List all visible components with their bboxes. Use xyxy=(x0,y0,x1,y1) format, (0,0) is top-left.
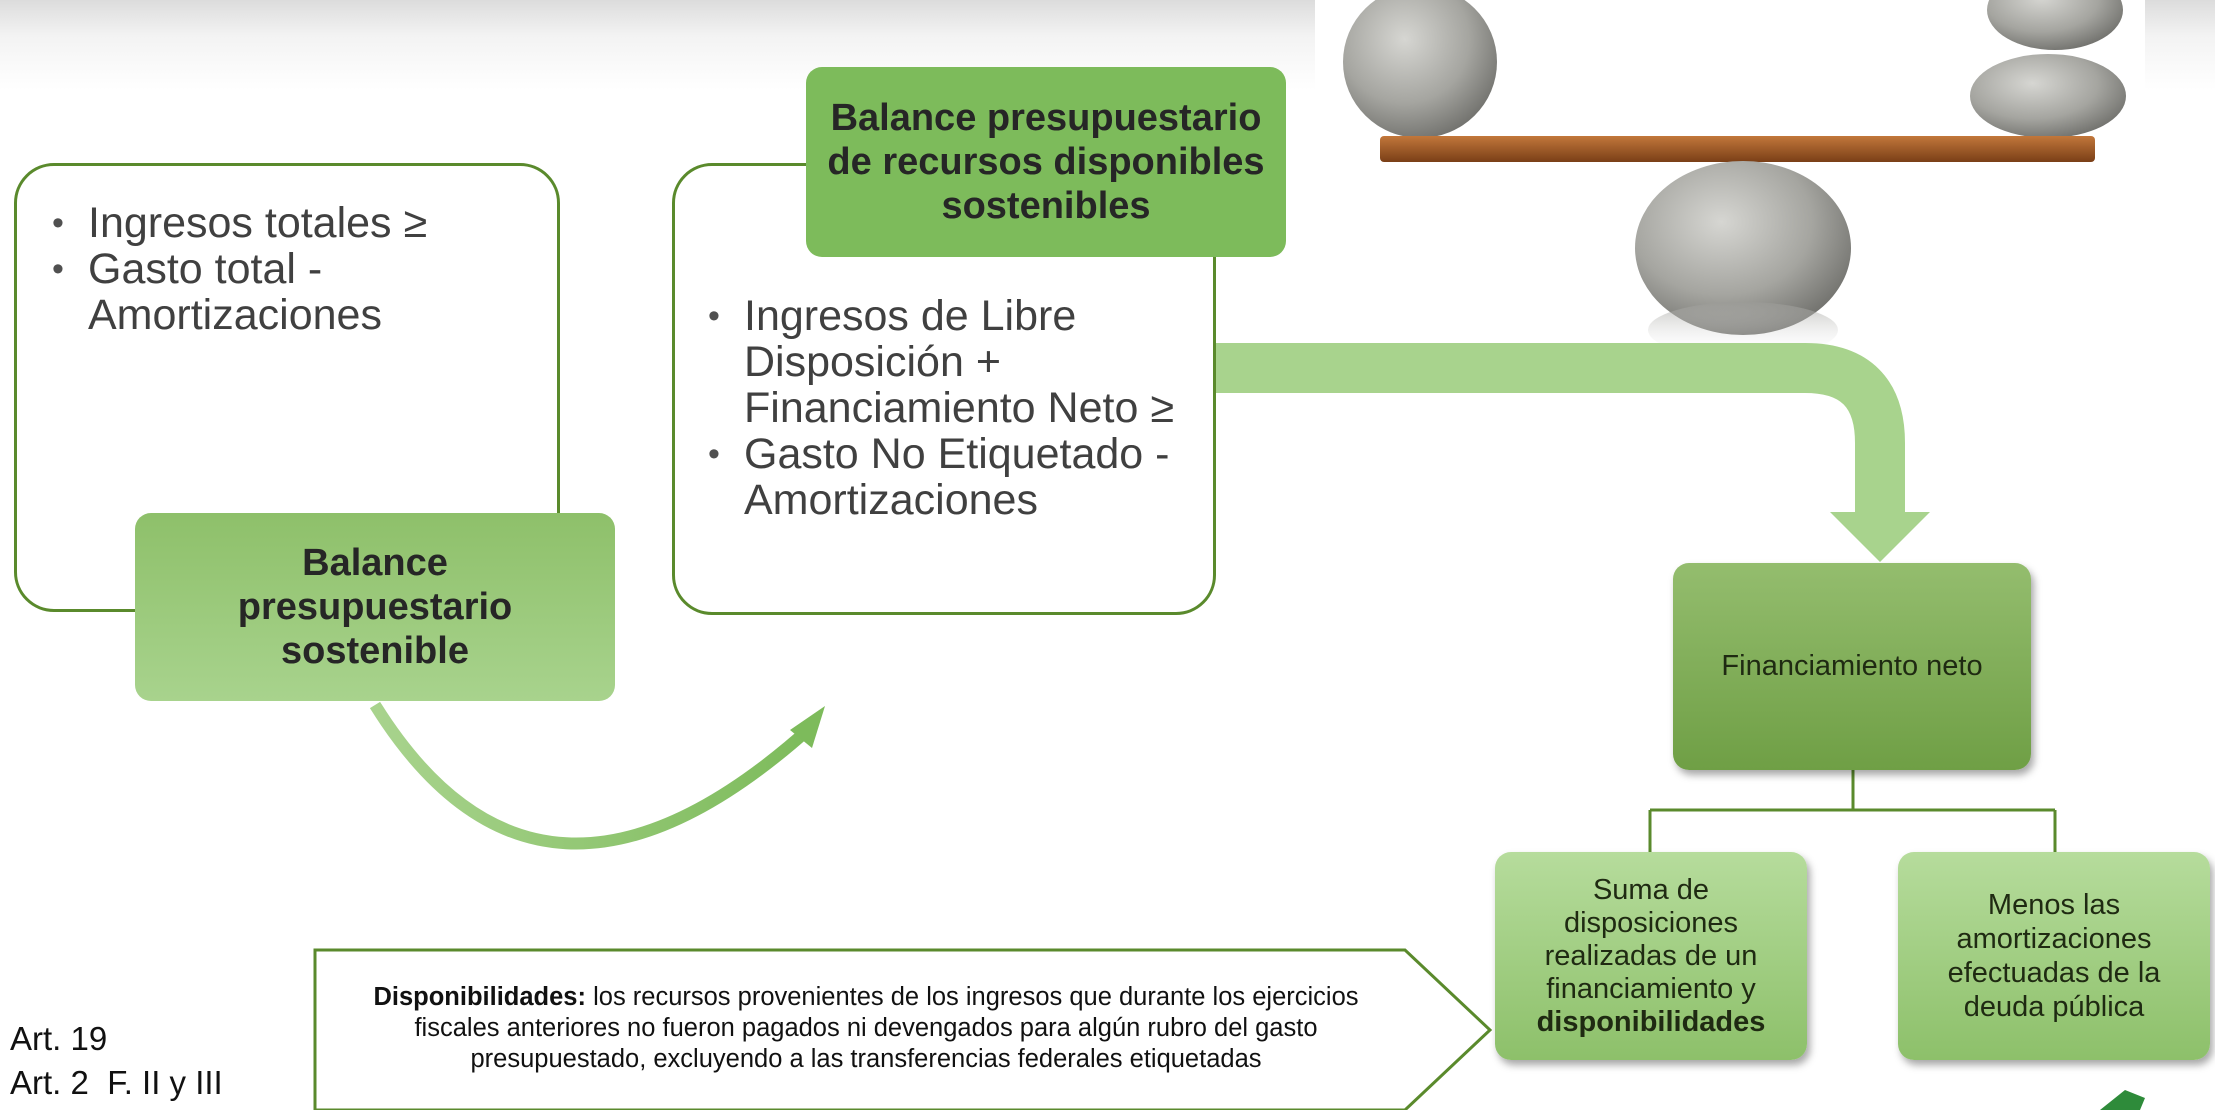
financiamiento-neto-box: Financiamiento neto xyxy=(1673,563,2031,770)
middle-bullet-1: Ingresos de Libre Disposición + Financia… xyxy=(706,293,1196,431)
disponibilidades-callout xyxy=(313,948,1493,1110)
left-stone xyxy=(1343,0,1497,138)
disponibilidades-definition: Disponibilidades: los recursos provenien… xyxy=(336,982,1396,1075)
article-2: Art. 2 F. II y III xyxy=(10,1064,223,1101)
right-stone-top xyxy=(1987,0,2123,50)
plank xyxy=(1380,136,2095,162)
article-19: Art. 19 xyxy=(10,1020,108,1057)
right-stone-bottom xyxy=(1970,54,2126,138)
bent-arrow-head xyxy=(1830,512,1930,562)
middle-bullet-2: Gasto No Etiquetado - Amortizaciones xyxy=(706,431,1196,523)
disposiciones-box: Suma de disposiciones realizadas de un f… xyxy=(1495,852,1807,1060)
logo-fragment-icon xyxy=(2100,1090,2145,1110)
fulcrum-stone xyxy=(1635,161,1851,335)
disponibilidades-definition-text: los recursos provenientes de los ingreso… xyxy=(414,983,1359,1073)
left-bullet-list: Ingresos totales ≥ Gasto total - Amortiz… xyxy=(50,200,530,338)
middle-bullet-list: Ingresos de Libre Disposición + Financia… xyxy=(706,293,1196,523)
disposiciones-text: Suma de disposiciones realizadas de un f… xyxy=(1544,873,1758,1005)
curved-arrow xyxy=(369,701,815,850)
tree-connector xyxy=(1648,770,2057,852)
disponibilidades-term: Disponibilidades: xyxy=(373,983,586,1011)
curved-arrow-head xyxy=(790,706,825,748)
amortizaciones-box: Menos las amortizaciones efectuadas de l… xyxy=(1898,852,2210,1060)
middle-title-box: Balance presupuestario de recursos dispo… xyxy=(806,67,1286,257)
left-bullet-1: Ingresos totales ≥ xyxy=(50,200,530,246)
left-title-box: Balance presupuestario sostenible xyxy=(135,513,615,701)
left-bullet-2: Gasto total - Amortizaciones xyxy=(50,246,530,338)
bent-arrow xyxy=(1212,343,1905,520)
disponibilidades-bold-text: disponibilidades xyxy=(1536,1005,1766,1038)
